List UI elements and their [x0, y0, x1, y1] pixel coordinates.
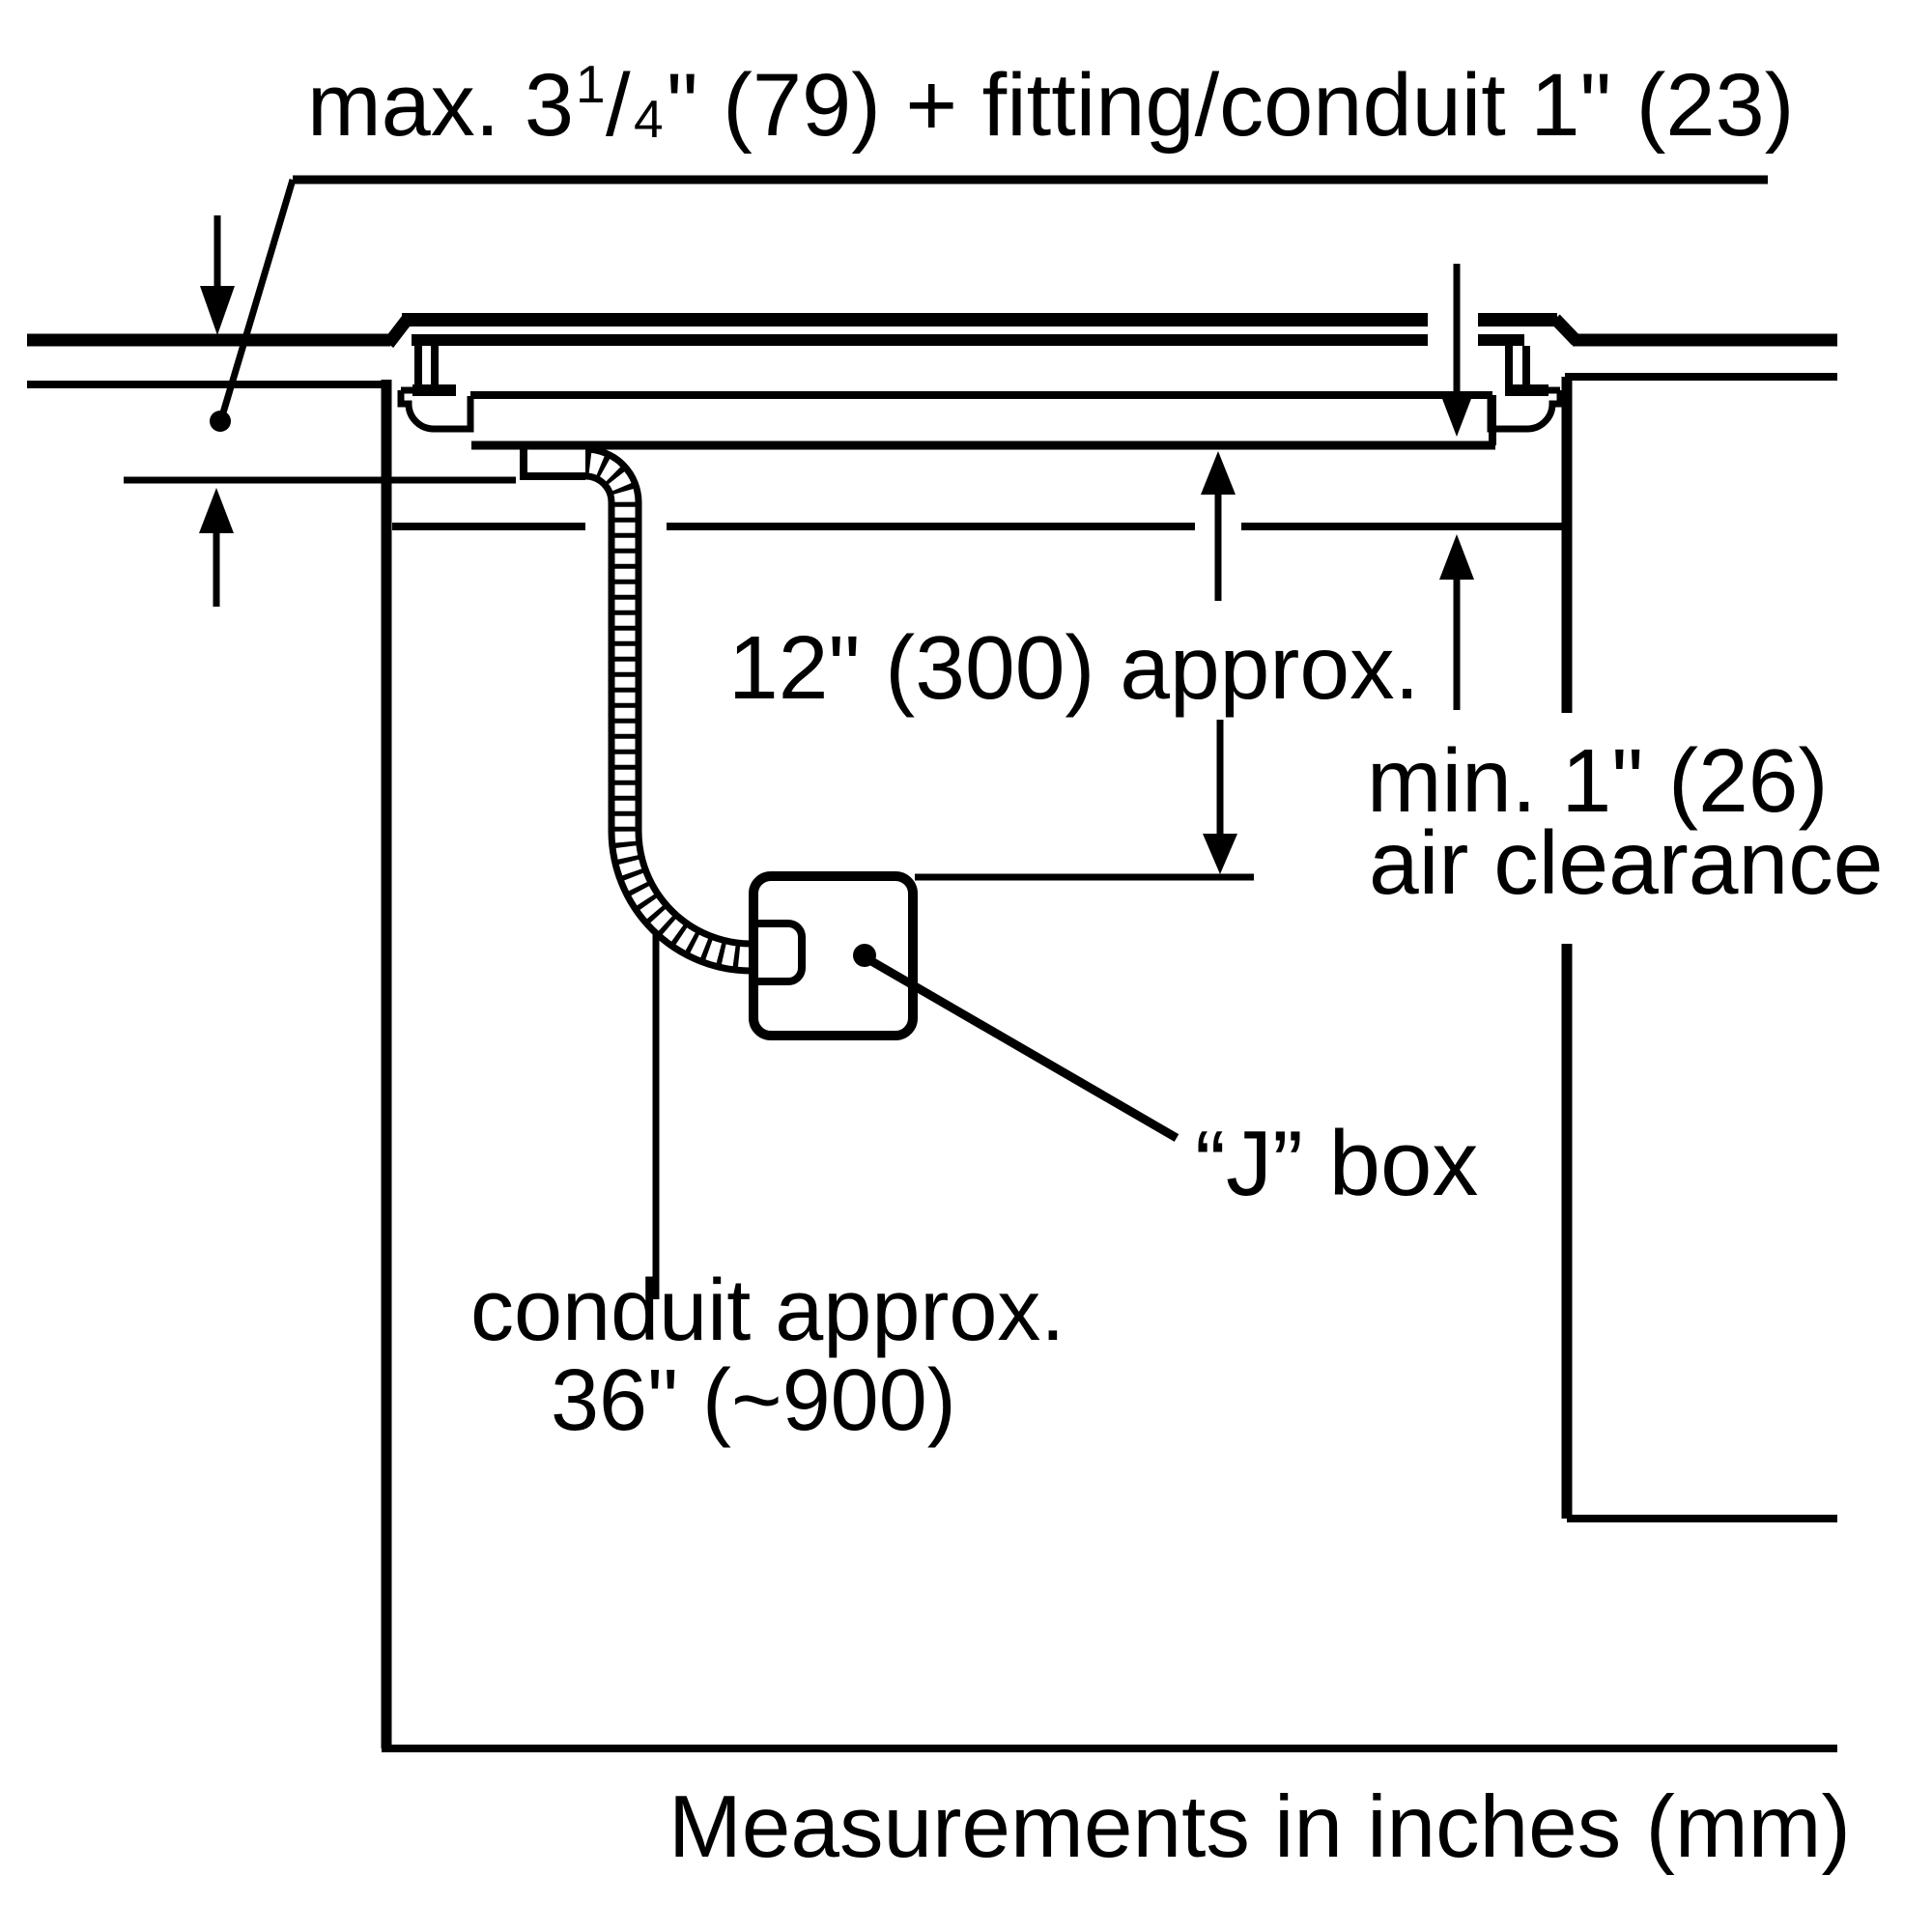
mounting-clamp-right — [1487, 386, 1564, 433]
air-clearance-label-line1: min. 1" (26) — [1367, 730, 1829, 831]
left-dim-up-arrowhead — [199, 488, 234, 533]
max-depth-fraction-numerator: 1 — [576, 54, 606, 114]
top-label-leader — [217, 178, 297, 421]
dim12-down-arrowhead — [1203, 834, 1237, 874]
jbox-leader-line — [864, 954, 1179, 1142]
max-depth-fraction-denominator: 4 — [634, 89, 664, 149]
glass-bevel-right — [1550, 314, 1581, 346]
flexible-conduit-inner-edge — [584, 445, 753, 948]
dim12-up-arrowhead — [1201, 451, 1236, 495]
frame-channel-left — [414, 346, 439, 386]
flexible-conduit-outer-edge — [584, 472, 753, 975]
max-depth-label-prefix: max. 3 — [307, 56, 574, 155]
jbox-label: “J” box — [1195, 1112, 1478, 1215]
conduit-label-line1: conduit approx. — [470, 1263, 1065, 1359]
cooktop — [383, 313, 1581, 450]
annotation-text: max. 3 1 / 4 " (79) + fitting/conduit 1"… — [307, 54, 1883, 1876]
flexible-conduit-ribs — [584, 450, 753, 970]
top-leader-dot — [210, 411, 231, 432]
junction-box — [749, 871, 918, 1040]
max-depth-label-suffix: " (79) + fitting/conduit 1" (23) — [667, 56, 1794, 155]
countertop-and-cabinet — [27, 333, 1837, 1752]
conduit-connector-box — [520, 449, 585, 480]
air-clearance-label-line2: air clearance — [1369, 812, 1883, 913]
mounting-clamp-left — [397, 386, 474, 433]
dimension-graphics — [124, 175, 1768, 1299]
junction-box-fitting — [753, 920, 806, 985]
conduit-and-jbox — [520, 445, 1254, 1142]
frame-channel-right — [1505, 346, 1530, 386]
max-depth-fraction-slash: / — [606, 56, 631, 155]
left-dim-down-arrowhead — [200, 286, 235, 335]
air-dim-down-arrowhead — [1439, 391, 1474, 437]
air-dim-up-arrowhead — [1439, 534, 1474, 580]
conduit-label-line2: 36" (~900) — [551, 1352, 956, 1449]
footer-units-note: Measurements in inches (mm) — [668, 1778, 1851, 1876]
depth-12-label: 12" (300) approx. — [728, 617, 1419, 718]
